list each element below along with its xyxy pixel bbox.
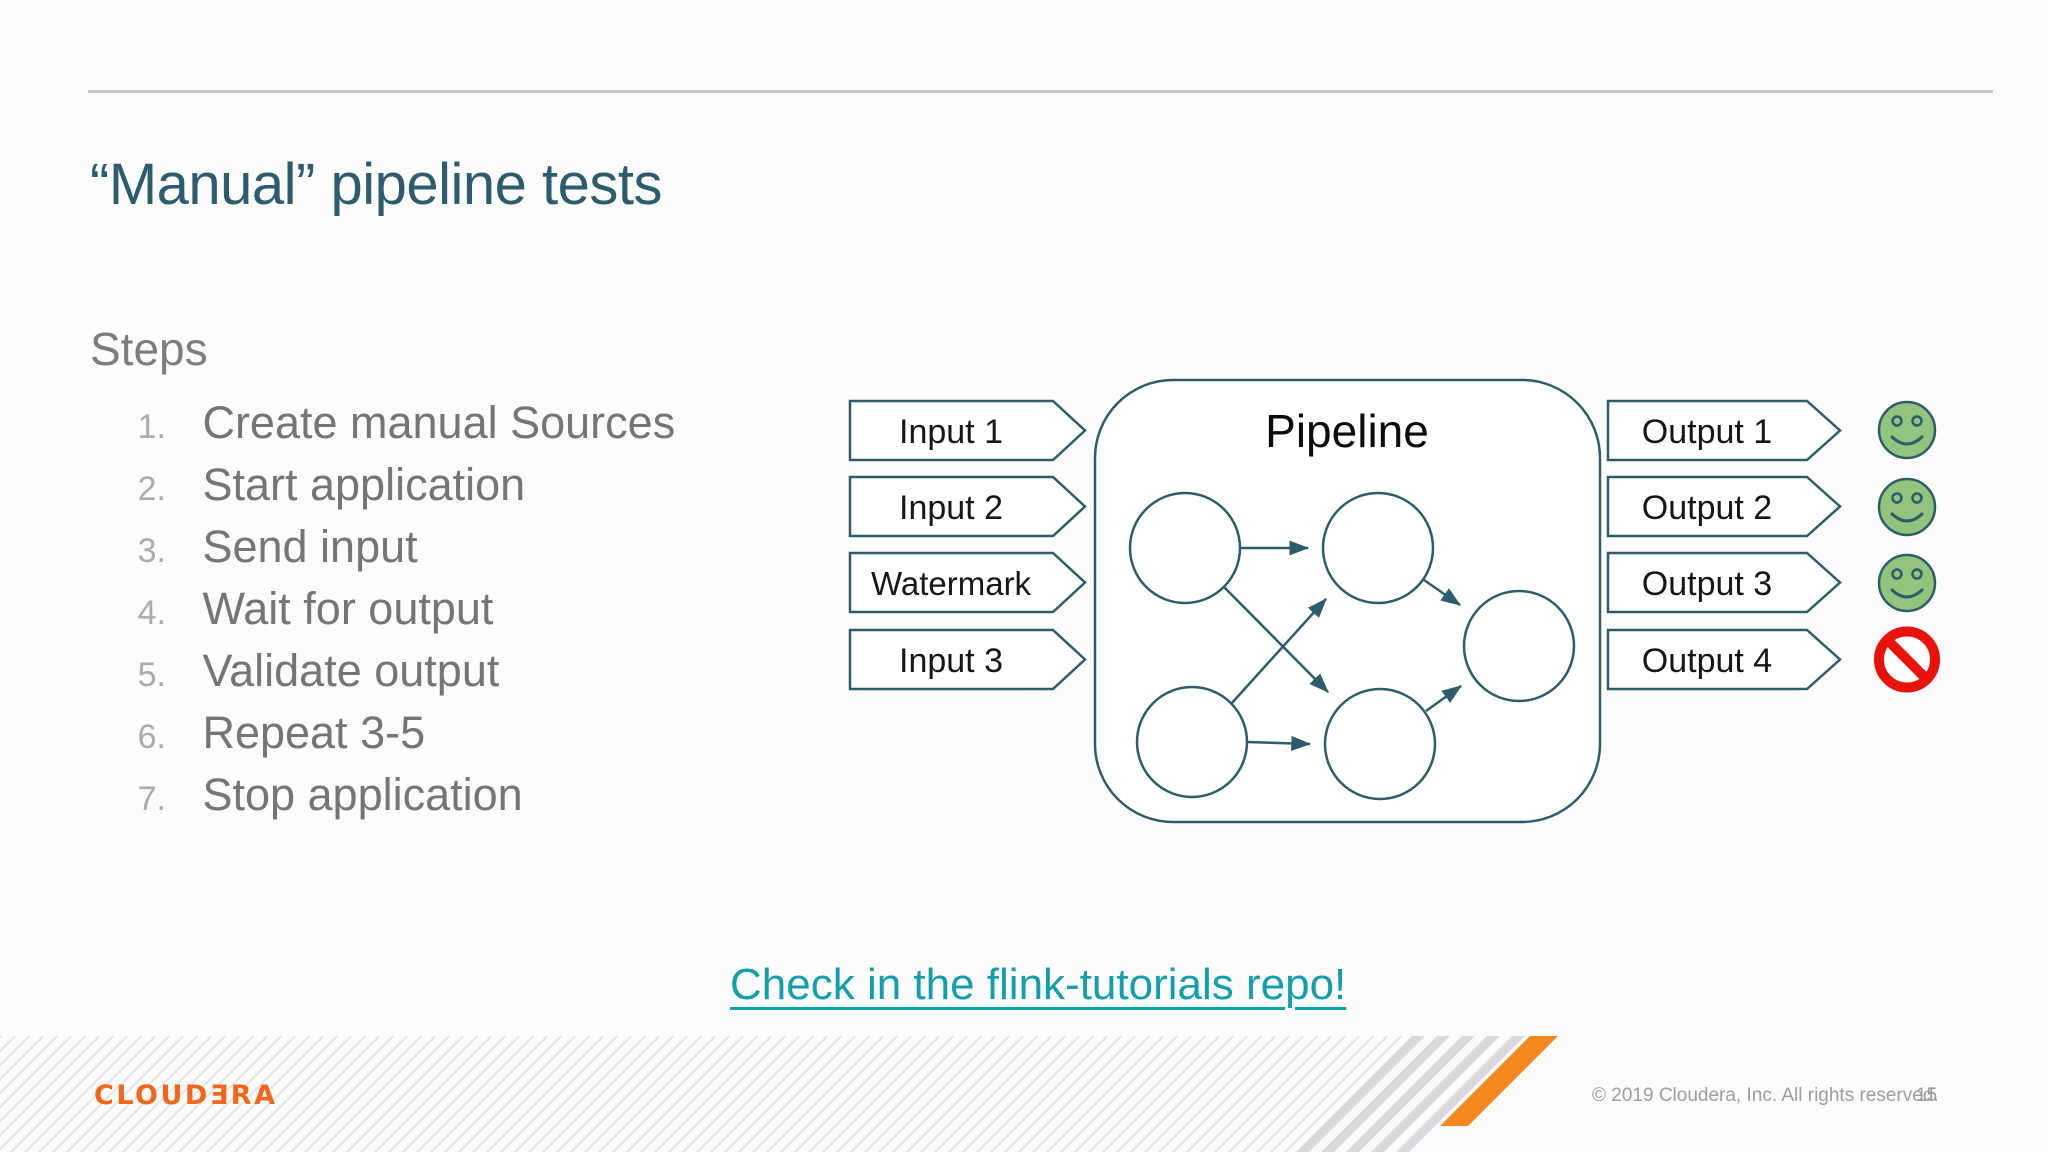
list-item-number: 7.: [137, 780, 166, 818]
output-1-arrow-box: [1606, 399, 1842, 462]
pipeline-node: [1462, 589, 1576, 703]
list-item-number: 5.: [137, 656, 166, 694]
output-3-arrow-box: [1606, 551, 1842, 614]
list-item: 4. Wait for output: [108, 578, 675, 640]
output-2-arrow-box: [1606, 475, 1842, 538]
happy-face-icon: [1877, 400, 1937, 460]
list-item-text: Wait for output: [202, 583, 494, 634]
edge-arrow: [1247, 735, 1312, 751]
output-1-label: Output 1: [1642, 413, 1772, 451]
bottom-stripes-decoration: [0, 1036, 1558, 1152]
output-2-label: Output 2: [1642, 489, 1772, 527]
page-number: 15: [1916, 1085, 1938, 1106]
thick-stripe: [1346, 1036, 1475, 1152]
list-item: 7. Stop application: [108, 764, 675, 826]
list-item-number: 6.: [137, 718, 166, 756]
edge-arrow: [1425, 684, 1463, 713]
list-item-text: Stop application: [202, 769, 523, 820]
steps-heading: Steps: [90, 323, 208, 375]
list-item-text: Create manual Sources: [202, 397, 676, 448]
no-entry-icon: [1874, 626, 1940, 693]
pipeline-title: Pipeline: [1265, 405, 1429, 457]
list-item: 2. Start application: [108, 454, 675, 516]
list-item-number: 1.: [137, 408, 166, 446]
input-1-arrow-box: [848, 399, 1087, 462]
header-divider: [88, 90, 1993, 93]
flink-tutorials-repo-link[interactable]: Check in the flink-tutorials repo!: [730, 960, 1347, 1009]
input-3-arrow-box: [848, 628, 1087, 691]
list-item: 6. Repeat 3-5: [108, 702, 675, 764]
watermark-label: Watermark: [871, 565, 1032, 602]
edge-arrow: [1423, 578, 1462, 607]
thick-stripe: [1321, 1036, 1450, 1152]
input-2-label: Input 2: [899, 489, 1003, 527]
input-3-label: Input 3: [899, 642, 1003, 680]
output-4-arrow-box: [1606, 628, 1842, 691]
thick-stripe: [1371, 1036, 1500, 1152]
input-1-label: Input 1: [899, 413, 1003, 451]
watermark-arrow-box: [848, 551, 1087, 614]
output-3-label: Output 3: [1642, 565, 1772, 603]
list-item: 3. Send input: [108, 516, 675, 578]
list-item-number: 3.: [137, 532, 166, 570]
orange-stripe: [1440, 1036, 1558, 1126]
thin-stripe-band: [0, 1036, 1404, 1152]
cloudera-logo: CLOUDƎRA: [94, 1080, 278, 1111]
list-item-text: Send input: [202, 521, 418, 572]
edge-arrow: [1230, 598, 1327, 705]
pipeline-node: [1135, 685, 1249, 799]
input-2-arrow-box: [848, 475, 1087, 538]
pipeline-node: [1323, 687, 1437, 801]
list-item-number: 2.: [137, 470, 166, 508]
output-4-label: Output 4: [1642, 642, 1772, 680]
pipeline-diagram: Input 1 Input 2 Watermark Input 3 Pipeli…: [848, 378, 1940, 824]
list-item-text: Repeat 3-5: [202, 707, 426, 758]
happy-face-icon: [1877, 553, 1937, 613]
edge-arrow: [1223, 586, 1329, 693]
page-title: “Manual” pipeline tests: [90, 151, 663, 217]
pipeline-node: [1321, 491, 1435, 605]
steps-list: 1. Create manual Sources 2. Start applic…: [108, 392, 676, 826]
list-item: 1. Create manual Sources: [108, 392, 676, 454]
list-item: 5. Validate output: [108, 640, 675, 702]
list-item-text: Validate output: [202, 645, 500, 696]
thick-stripe: [1396, 1036, 1525, 1152]
list-item-number: 4.: [137, 594, 166, 632]
happy-face-icon: [1877, 477, 1937, 537]
thick-stripe: [1296, 1036, 1425, 1152]
pipeline-node: [1128, 491, 1242, 605]
copyright-text: © 2019 Cloudera, Inc. All rights reserve…: [1592, 1085, 1939, 1106]
list-item-text: Start application: [202, 459, 526, 510]
